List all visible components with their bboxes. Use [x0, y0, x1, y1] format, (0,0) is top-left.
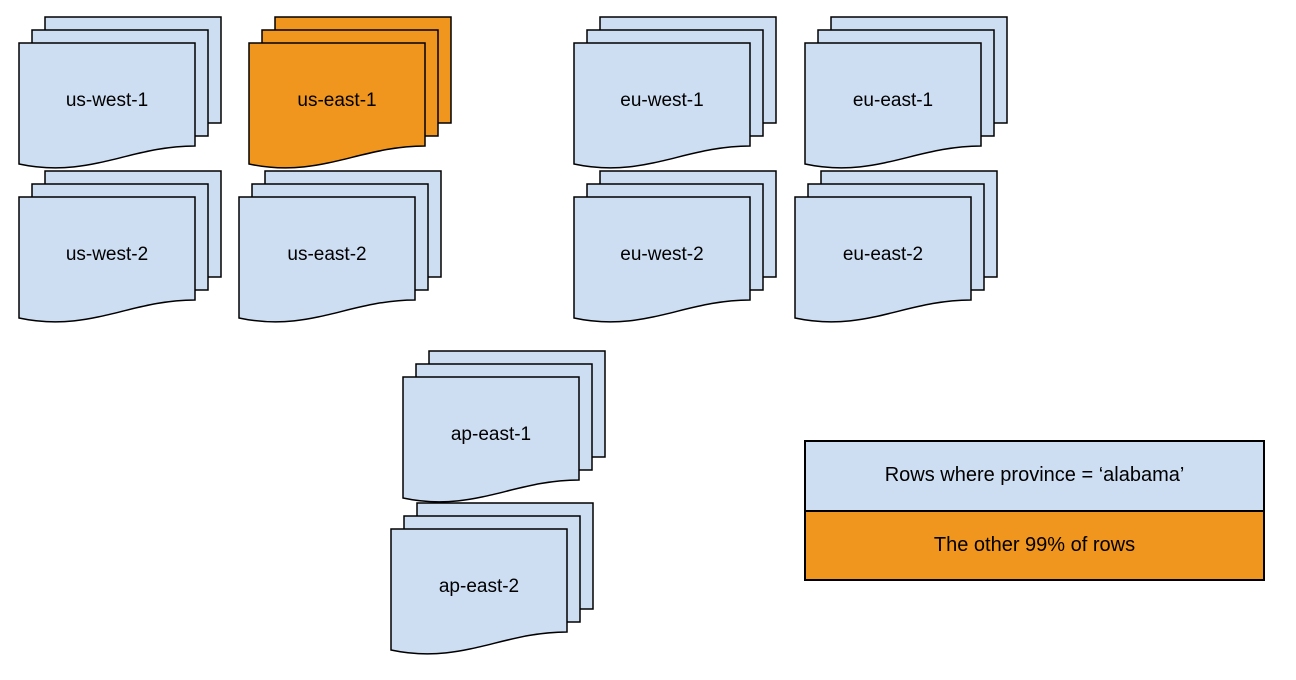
region-label: ap-east-1: [450, 424, 532, 445]
region-stack-eu-west-2: eu-west-2: [573, 170, 779, 330]
region-stack-us-east-2: us-east-2: [238, 170, 444, 330]
region-label: us-west-2: [65, 244, 149, 265]
region-label: us-west-1: [65, 90, 149, 111]
region-stack-eu-east-1: eu-east-1: [804, 16, 1010, 176]
legend-item-alabama-rows: Rows where province = ‘alabama’: [806, 442, 1263, 512]
region-stack-us-east-1: us-east-1: [248, 16, 454, 176]
region-label: ap-east-2: [438, 576, 520, 597]
legend: Rows where province = ‘alabama’ The othe…: [804, 440, 1265, 581]
region-label: eu-east-1: [852, 90, 934, 111]
region-label: us-east-1: [297, 90, 377, 111]
region-stack-us-west-1: us-west-1: [18, 16, 224, 176]
region-label: us-east-2: [287, 244, 367, 265]
region-label: eu-west-2: [620, 244, 704, 265]
legend-item-label: Rows where province = ‘alabama’: [884, 464, 1185, 487]
legend-item-other-rows: The other 99% of rows: [806, 511, 1263, 579]
region-stack-ap-east-1: ap-east-1: [402, 350, 608, 510]
region-stack-eu-west-1: eu-west-1: [573, 16, 779, 176]
region-label: eu-east-2: [842, 244, 924, 265]
region-stack-eu-east-2: eu-east-2: [794, 170, 1000, 330]
region-label: eu-west-1: [620, 90, 704, 111]
legend-item-label: The other 99% of rows: [933, 533, 1136, 556]
region-stack-us-west-2: us-west-2: [18, 170, 224, 330]
region-stack-ap-east-2: ap-east-2: [390, 502, 596, 662]
